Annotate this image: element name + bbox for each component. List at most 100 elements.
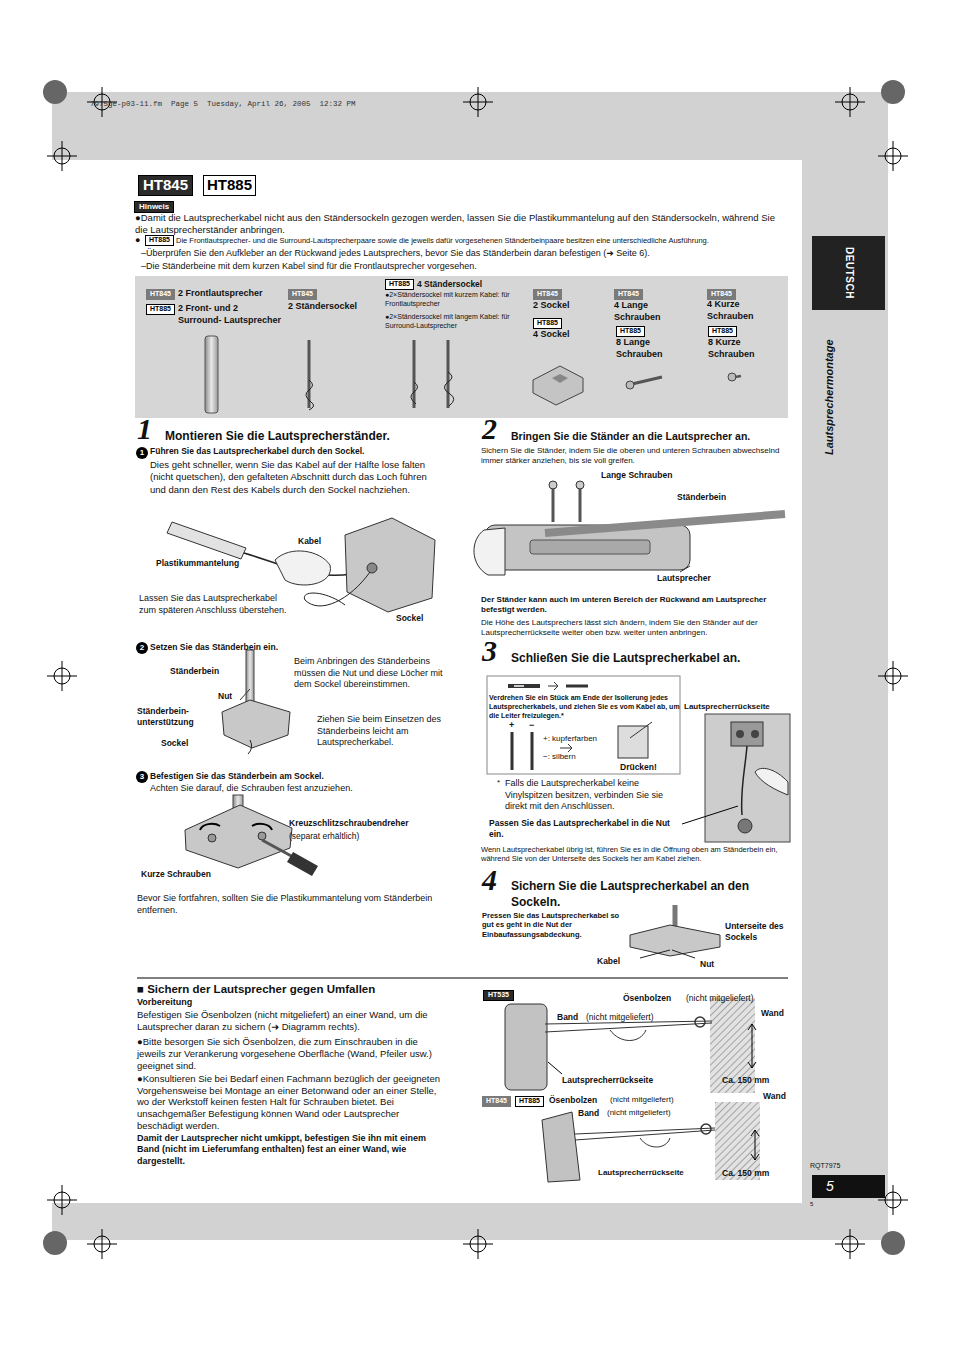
step2-illustration bbox=[549, 481, 557, 489]
wall-fixing-figure-1 bbox=[695, 1017, 705, 1027]
step-circle: 1 bbox=[136, 447, 148, 459]
step-number: 4 bbox=[482, 865, 508, 895]
step1-cable-illustration bbox=[304, 572, 370, 606]
text-label: Schließen Sie die Lautsprecherkabel an. bbox=[511, 651, 791, 667]
step3-illustration bbox=[512, 732, 532, 770]
text-label: Kurze Schrauben bbox=[141, 869, 241, 880]
step1-cable-illustration bbox=[367, 563, 377, 573]
step4-illustration bbox=[673, 905, 678, 928]
step1-screw-illustration bbox=[208, 834, 216, 842]
model-badge: HT885 bbox=[385, 279, 414, 290]
model-badge: HT535 bbox=[483, 990, 514, 1001]
model-badge: HT845 bbox=[482, 1096, 511, 1107]
wall-fixing-figure-2 bbox=[755, 1130, 756, 1160]
text-label: Sichern Sie die Ständer, indem Sie die o… bbox=[481, 446, 793, 466]
step1-stand-insert bbox=[222, 700, 290, 748]
text-label: −: silbern bbox=[543, 752, 623, 762]
wall-fixing-figure-2 bbox=[751, 1130, 759, 1160]
text-label: 2 Sockel bbox=[533, 300, 608, 312]
model-badge: HT885 bbox=[146, 304, 175, 315]
text-label: ●2×Ständersockel mit langem Kabel: für S… bbox=[385, 313, 513, 331]
step3-illustration bbox=[705, 714, 790, 842]
text-label: Führen Sie das Lautsprecherkabel durch d… bbox=[150, 446, 450, 457]
badge-text: HT885 bbox=[389, 280, 410, 287]
text-label: Sockel bbox=[396, 613, 441, 624]
text-label: Kreuzschlitzschraubendreher bbox=[289, 818, 454, 829]
crop-marks bbox=[43, 1231, 67, 1255]
parts-table bbox=[632, 377, 662, 384]
text-label: Wand bbox=[763, 1091, 795, 1102]
wall-fixing-figure-1 bbox=[505, 1004, 547, 1090]
text-label: (nicht mitgeliefert) bbox=[607, 1108, 707, 1118]
parts-table bbox=[447, 340, 450, 408]
crop-marks bbox=[43, 80, 67, 104]
crop-marks bbox=[47, 1185, 77, 1215]
step3-illustration bbox=[508, 684, 540, 688]
crop-marks bbox=[463, 87, 493, 117]
step3-illustration bbox=[742, 746, 747, 815]
page-frame bbox=[802, 92, 888, 1240]
text-label: Der Ständer kann auch im unteren Bereich… bbox=[481, 595, 793, 615]
crop-marks bbox=[881, 1231, 905, 1255]
text-label: Band bbox=[557, 1012, 585, 1023]
badge-text: HT845 bbox=[537, 290, 558, 297]
text-label: Ösenbolzen bbox=[623, 993, 685, 1004]
text-label: Befestigen Sie Ösenbolzen (nicht mitgeli… bbox=[137, 1009, 447, 1034]
step2-illustration bbox=[474, 528, 505, 575]
step1-cable-illustration bbox=[345, 518, 435, 612]
step4-illustration bbox=[640, 950, 695, 958]
step3-illustration bbox=[560, 744, 572, 752]
step2-illustration bbox=[579, 486, 582, 522]
step1-screw-illustration bbox=[287, 852, 318, 876]
step2-illustration bbox=[474, 481, 785, 575]
parts-table bbox=[735, 376, 741, 377]
text-label: Nut bbox=[700, 959, 730, 970]
text-label: − bbox=[529, 720, 539, 732]
text-label: Lautsprecherrückseite bbox=[598, 1168, 713, 1178]
step3-illustration bbox=[630, 722, 652, 738]
text-label: Vorbereitung bbox=[137, 997, 247, 1009]
crop-marks bbox=[47, 141, 77, 171]
badge-text: DEUTSCH bbox=[843, 247, 854, 299]
text-label: 2 Front- und 2 Surround- Lautsprecher bbox=[178, 303, 283, 326]
badge-text: HT885 bbox=[207, 176, 252, 193]
text-label: Die Höhe des Lautsprechers lässt sich än… bbox=[481, 618, 793, 638]
step-circle: 2 bbox=[136, 642, 148, 654]
step4-illustration bbox=[630, 905, 720, 958]
text-label: Sichern Sie die Lautsprecherkabel an den… bbox=[511, 879, 771, 910]
step1-screw-illustration bbox=[185, 805, 292, 868]
wall-fixing-figure-2 bbox=[701, 1124, 711, 1134]
model-badge: HT885 bbox=[203, 175, 256, 196]
text-label: –Überprüfen Sie den Aufkleber an der Rüc… bbox=[141, 248, 791, 260]
text-label: Wenn Lautsprecherkabel übrig ist, führen… bbox=[481, 845, 793, 864]
section-rule bbox=[137, 978, 788, 979]
text-label: * bbox=[497, 778, 505, 788]
step3-illustration bbox=[751, 730, 759, 738]
badge-text: 1 bbox=[140, 448, 144, 457]
badge-text: HT845 bbox=[711, 290, 732, 297]
text-label: Setzen Sie das Ständerbein ein. bbox=[150, 642, 370, 653]
text-label: Drücken! bbox=[620, 762, 675, 773]
text-label: 4 Ständersockel bbox=[417, 279, 512, 290]
step1-cable-illustration bbox=[275, 551, 330, 585]
text-label: Lautsprecher bbox=[657, 573, 737, 584]
text-label: Befestigen Sie das Ständerbein am Sockel… bbox=[150, 771, 410, 782]
text-label: 7975ge-p03-11.fm Page 5 Tuesday, April 2… bbox=[90, 100, 356, 109]
text-label: ●Konsultieren Sie bei Bedarf einen Fachm… bbox=[137, 1073, 447, 1132]
badge-text: HT885 bbox=[537, 319, 558, 326]
crop-marks bbox=[43, 80, 908, 1259]
text-label: 4 Lange Schrauben bbox=[614, 300, 692, 323]
text-label: ● bbox=[135, 235, 145, 247]
text-label: 4 Kurze Schrauben bbox=[707, 299, 785, 322]
crop-marks bbox=[835, 87, 865, 117]
model-badge: HT845 bbox=[533, 289, 562, 300]
wall-fixing-figure-1 bbox=[610, 1030, 646, 1041]
step1-screw-illustration bbox=[252, 824, 272, 830]
text-label: 2 Ständersockel bbox=[288, 301, 383, 313]
text-label: Lautsprecherrückseite bbox=[684, 702, 792, 712]
text-label: Ca. 150 mm bbox=[722, 1075, 786, 1086]
text-label: Ziehen Sie beim Einsetzen des Ständerbei… bbox=[317, 714, 447, 749]
badge-text: HT845 bbox=[618, 290, 639, 297]
wall-fixing-figure-1 bbox=[748, 1024, 756, 1068]
